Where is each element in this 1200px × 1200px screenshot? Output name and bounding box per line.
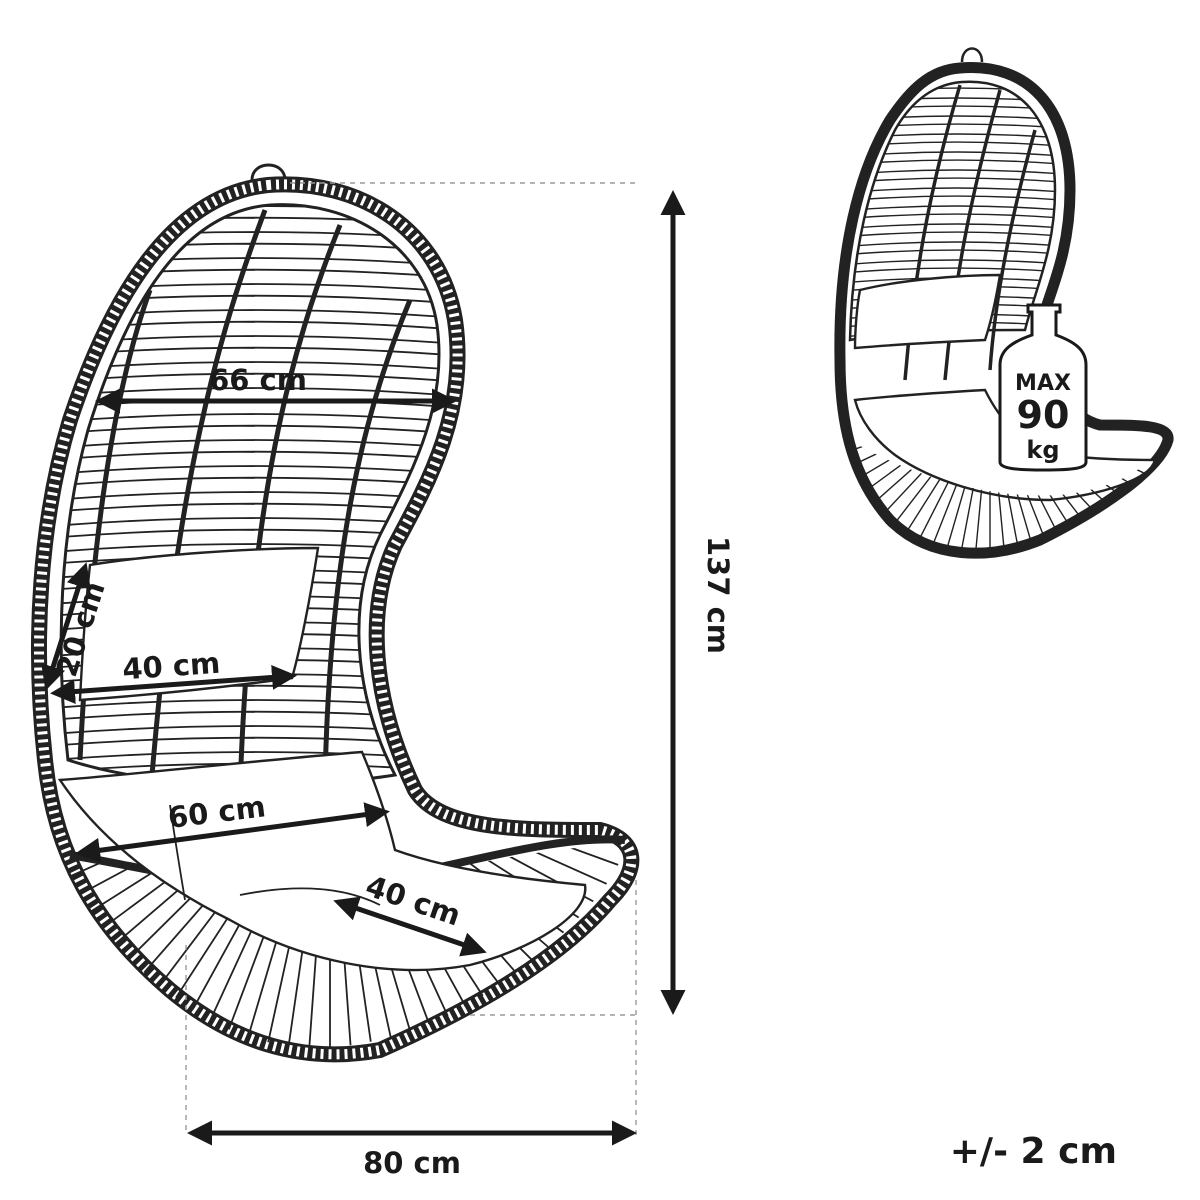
weave-strand: [61, 294, 440, 306]
weave-strand: [850, 241, 1055, 248]
weave-strand: [850, 187, 1055, 194]
weave-strand: [61, 439, 440, 450]
label-width-top: 66 cm: [209, 363, 307, 397]
weight-badge-value: 90: [1017, 393, 1070, 437]
weave-strand: [850, 259, 1055, 266]
weave-strand: [850, 123, 1055, 130]
weave-strand: [850, 195, 1055, 202]
weave-strand: [61, 725, 440, 736]
guide-lines: [185, 182, 640, 1135]
weave-strand: [61, 268, 440, 280]
hanging-hook: [250, 163, 287, 181]
dimension-arrows: [41, 190, 686, 1146]
weave-strand: [61, 710, 440, 722]
arrow-seat-depth: [333, 896, 487, 957]
seat-cushion: [57, 750, 587, 972]
tolerance-note: +/- 2 cm: [950, 1131, 1117, 1172]
small-hanging-hook: [960, 47, 984, 63]
weave-strand: [61, 413, 440, 424]
small-chair-outer-shell: [834, 62, 1174, 559]
weave-strand: [850, 223, 1055, 230]
label-base-width: 80 cm: [363, 1146, 461, 1180]
weave-strand: [61, 242, 440, 254]
weave-strand: [61, 450, 440, 462]
weave-strand: [61, 257, 440, 268]
basket-strand: [404, 845, 625, 874]
weave-strand: [850, 205, 1055, 212]
weave-strand: [61, 283, 440, 294]
chair-outer-shell-inner: [33, 179, 637, 1060]
arrow-seat-width: [75, 802, 390, 863]
basket-strand: [402, 845, 625, 896]
small-back-pillow: [853, 273, 1002, 350]
weight-badge-max: MAX: [1015, 371, 1071, 396]
weight-badge: MAX 90 kg: [998, 303, 1088, 472]
arrow-pillow-width: [50, 664, 297, 705]
main-chair-drawing: 66 cm 137 cm 20 cm 40 cm 60 cm 40 cm 80 …: [30, 163, 735, 1180]
label-height-total: 137 cm: [701, 536, 735, 654]
weight-badge-unit: kg: [1026, 436, 1059, 464]
weave-strand: [61, 424, 440, 436]
weight-badge-shape: [998, 303, 1088, 472]
weave-strand: [850, 249, 1055, 256]
label-pillow-width: 40 cm: [121, 646, 221, 687]
weave-strand: [850, 105, 1055, 112]
weave-strand: [850, 231, 1055, 238]
weave-strand: [61, 699, 440, 710]
weave-strand: [61, 736, 440, 748]
small-chair-drawing: MAX 90 kg: [834, 47, 1174, 559]
weave-strand: [850, 213, 1055, 220]
